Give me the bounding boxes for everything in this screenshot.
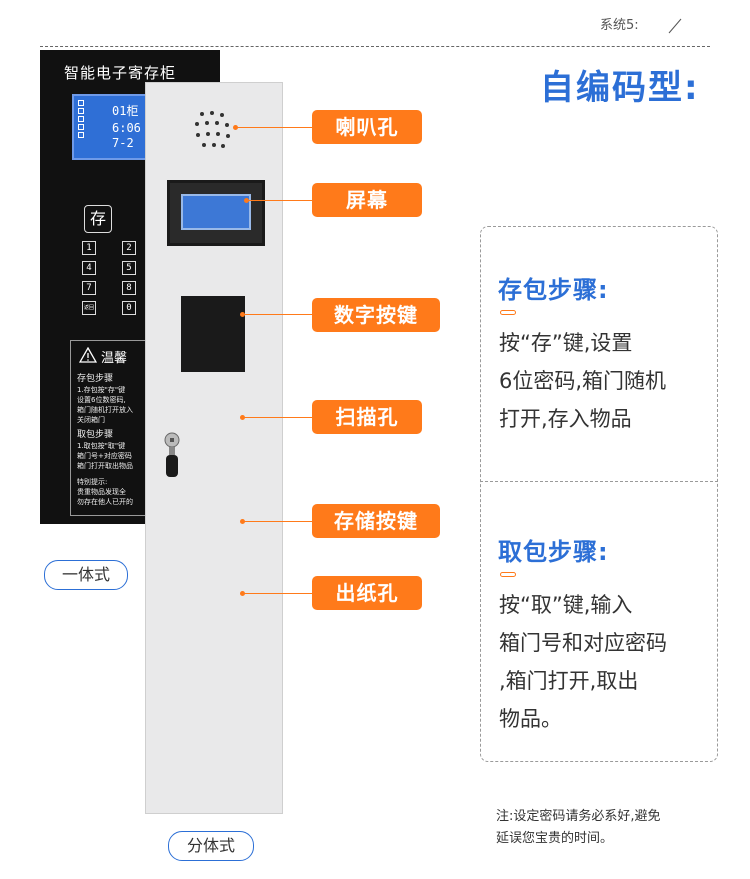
store-steps-title: 存包步骤:	[498, 276, 609, 304]
callout-dot	[240, 312, 245, 317]
slash-mark-icon	[668, 18, 682, 34]
warning-line: 贵重物品发现全	[77, 488, 126, 496]
callout-dot	[233, 125, 238, 130]
footnote: 注:设定密码请务必系好,避免 延误您宝贵的时间。	[496, 806, 726, 850]
warning-line: 箱门随机打开放入	[77, 406, 133, 414]
footnote-line: 延误您宝贵的时间。	[496, 831, 614, 846]
store-step-line: 按“存”键,设置	[499, 331, 633, 355]
callout-line	[243, 521, 312, 522]
warning-line: 勿存在他人已开的	[77, 498, 133, 506]
split-type-badge: 分体式	[168, 831, 254, 861]
retrieve-steps-text: 按“取”键,输入 箱门号和对应密码 ,箱门打开,取出 物品。	[499, 586, 719, 738]
warning-line: 特别提示:	[77, 478, 108, 486]
warning-line: 关闭箱门	[77, 416, 105, 424]
warning-line: 取包步骤	[77, 430, 114, 440]
store-step-line: 打开,存入物品	[499, 407, 632, 431]
callout-dot	[240, 519, 245, 524]
lcd-indicator-icon	[78, 100, 84, 140]
retrieve-step-line: 按“取”键,输入	[499, 593, 633, 617]
top-divider	[40, 46, 710, 47]
callout-number-keys: 数字按键	[312, 298, 440, 332]
footnote-line: 注:设定密码请务必系好,避免	[496, 809, 661, 824]
warning-line: 设置6位数密码,	[77, 396, 126, 404]
warning-line: 1.取包按"取"键	[77, 442, 126, 450]
warning-line: 存包步骤	[77, 374, 114, 384]
steps-panel	[480, 226, 718, 762]
panel-title: 智能电子寄存柜	[64, 64, 177, 82]
callout-line	[243, 593, 312, 594]
system-label: 系统5:	[600, 18, 639, 33]
store-key: 存	[84, 205, 112, 233]
cabinet-screen	[167, 180, 265, 246]
steps-divider	[480, 481, 718, 482]
callout-line	[243, 417, 312, 418]
retrieve-steps-title: 取包步骤:	[498, 538, 609, 566]
callout-screen: 屏幕	[312, 183, 422, 217]
store-step-line: 6位密码,箱门随机	[499, 369, 667, 393]
key-5: 5	[122, 261, 136, 275]
page-title: 自编码型:	[540, 68, 700, 108]
lcd-line-2: 6:06	[112, 121, 141, 135]
callout-line	[236, 127, 312, 128]
warning-title: 温馨	[101, 351, 128, 366]
callout-paper-outlet: 出纸孔	[312, 576, 422, 610]
warning-line: 箱门号+对应密码	[77, 452, 132, 460]
speaker-holes-icon	[195, 111, 230, 148]
key-7: 7	[82, 281, 96, 295]
key-8: 8	[122, 281, 136, 295]
callout-dot	[240, 415, 245, 420]
cabinet-keypad	[181, 296, 245, 372]
warning-icon	[79, 347, 97, 363]
key-2: 2	[122, 241, 136, 255]
callout-dot	[244, 198, 249, 203]
key-lock-icon	[164, 432, 180, 477]
store-steps-text: 按“存”键,设置 6位密码,箱门随机 打开,存入物品	[499, 324, 719, 438]
lcd-line-1: 01柜	[112, 104, 139, 118]
key-1: 1	[82, 241, 96, 255]
retrieve-steps-marker	[500, 572, 516, 577]
retrieve-step-line: 物品。	[499, 707, 562, 731]
cabinet-screen-display	[181, 194, 251, 230]
callout-scan-hole: 扫描孔	[312, 400, 422, 434]
key-back: 返回	[82, 301, 96, 315]
warning-box: 温馨 存包步骤 1.存包按"存"键 设置6位数密码, 箱门随机打开放入 关闭箱门…	[70, 340, 210, 516]
callout-dot	[240, 591, 245, 596]
callout-line	[243, 314, 312, 315]
lcd-line-3: 7-2	[112, 136, 134, 150]
callout-store-key: 存储按键	[312, 504, 440, 538]
warning-line: 1.存包按"存"键	[77, 386, 126, 394]
callout-speaker-hole: 喇叭孔	[312, 110, 422, 144]
retrieve-step-line: ,箱门打开,取出	[499, 669, 639, 693]
warning-line: 箱门打开取出物品	[77, 462, 133, 470]
key-0: 0	[122, 301, 136, 315]
callout-line	[247, 200, 312, 201]
retrieve-step-line: 箱门号和对应密码	[499, 631, 667, 655]
store-steps-marker	[500, 310, 516, 315]
key-4: 4	[82, 261, 96, 275]
integrated-type-badge: 一体式	[44, 560, 128, 590]
